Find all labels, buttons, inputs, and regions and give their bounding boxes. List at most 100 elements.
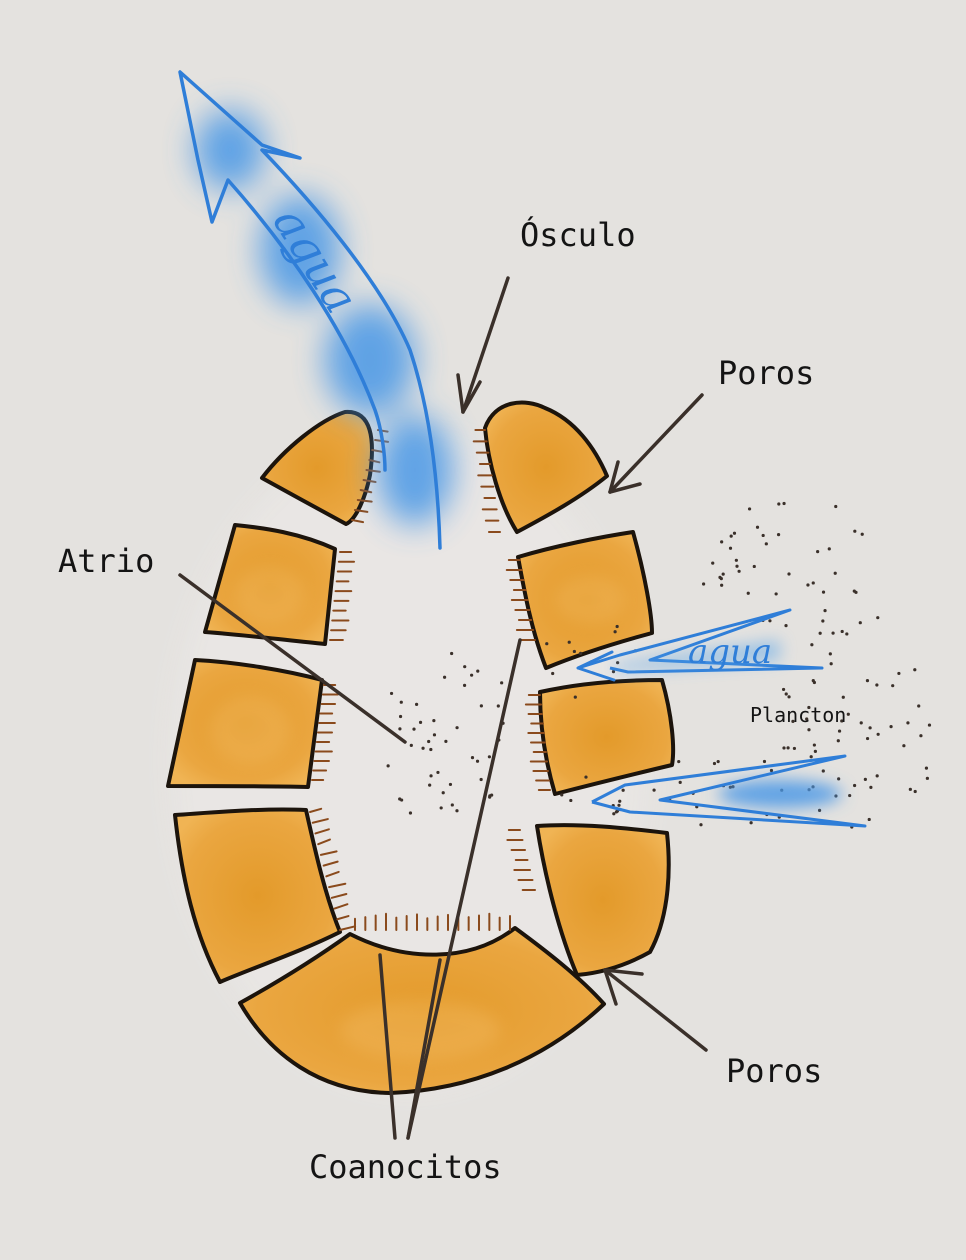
plankton-dot [782,501,786,506]
plankton-dot [442,675,447,679]
cell-left-4 [173,807,342,984]
atrio-label: Atrio [58,542,154,580]
plankton-dot [913,668,917,672]
plankton-dot [786,746,790,750]
osculo-label: Ósculo [520,215,636,254]
flagellum [328,882,347,889]
plankton-dot [917,704,921,708]
pointer-lines [178,276,708,1140]
plankton-dot [429,747,433,752]
plankton-dot [441,791,445,795]
osculo-pointer [461,276,510,414]
plankton-dot [735,564,739,568]
plankton-dot [831,631,835,635]
flagellum [311,818,329,824]
flagellum [336,915,350,921]
plankton-dot [837,729,842,733]
plankton-dot [386,764,390,768]
plankton-dot [579,651,583,655]
plankton-dot [869,785,873,789]
plankton-dot [865,736,870,741]
plankton-dot [720,540,724,544]
plankton-dot [837,777,841,781]
plankton-dot [768,619,772,623]
plankton-dot [863,777,867,781]
plankton-dot [720,583,724,587]
flagellum [309,807,323,813]
plankton-dot [829,662,833,666]
poros-top-label: Poros [718,354,814,392]
inflow-arrow-lower [591,754,867,828]
plankton-dot [755,525,760,529]
plankton-dot [545,642,549,646]
plankton-dot [841,695,845,699]
plankton-dot [787,572,791,576]
plankton-dot [791,719,795,723]
plankton-dot [769,768,774,773]
plankton-dot [711,561,715,565]
plankton-dot [807,728,811,732]
plankton-dot [781,687,786,692]
plankton-dot [652,788,656,792]
plankton-dot [806,583,810,587]
plankton-dot [476,669,480,673]
plankton-dot [782,746,786,750]
plankton-dot [792,746,797,751]
plankton-dot [812,743,816,747]
plankton-dot [868,726,872,730]
plankton-dot [821,590,826,594]
plankton-dot [418,720,423,724]
plankton-dot [859,721,863,725]
inflow-arrow-upper: agua [576,608,824,682]
plankton-dot [746,591,750,595]
plankton-dot [399,700,403,704]
plankton-dot [615,624,619,629]
cell-highlights [210,565,625,1060]
inflow-water-label: agua [688,632,772,672]
plankton-dot [398,714,403,719]
plankton-dot [876,616,880,620]
plankton-dot [412,727,416,731]
plankton-dot [906,721,910,725]
plankton-dot [470,673,474,677]
plankton-dot [875,683,879,687]
plankton-dot [846,712,850,716]
poros-bottom-pointer [603,968,708,1052]
plankton-dot [427,739,431,744]
plankton-dot [409,743,413,747]
cell-right-1 [483,400,609,534]
plankton-dot [828,652,832,656]
plankton-dot [721,572,725,576]
plankton-particles [386,501,932,829]
plankton-dot [448,782,453,787]
plankton-dot [455,726,459,730]
flagellum [359,489,373,494]
plankton-dot [450,651,454,656]
plankton-dot [807,705,811,710]
plankton-dot [858,621,862,625]
plankton-dot [860,532,864,536]
plankton-dot [573,695,577,699]
flagellum [353,509,369,513]
plankton-dot [719,577,723,581]
plankton-dot [927,723,932,727]
plankton-dot [784,692,788,696]
poros-top-pointer [608,393,704,494]
plankton-dot [618,799,622,803]
plankton-dot [762,759,767,764]
cell-right-4 [535,823,671,977]
plankton-dot [716,759,720,764]
coanocitos-label: Coanocitos [309,1148,502,1186]
cell-right-3 [538,678,676,796]
plankton-dot [479,777,483,782]
plankton-dot [787,695,791,699]
plankton-dot [853,529,857,533]
plankton-dot [728,546,733,550]
plankton-dot [777,502,781,506]
flagellum [314,828,330,835]
plankton-dot [678,780,682,784]
plankton-dot [487,755,492,759]
plankton-dot [827,547,831,551]
plankton-dot [845,632,849,636]
plankton-dot [560,793,564,797]
